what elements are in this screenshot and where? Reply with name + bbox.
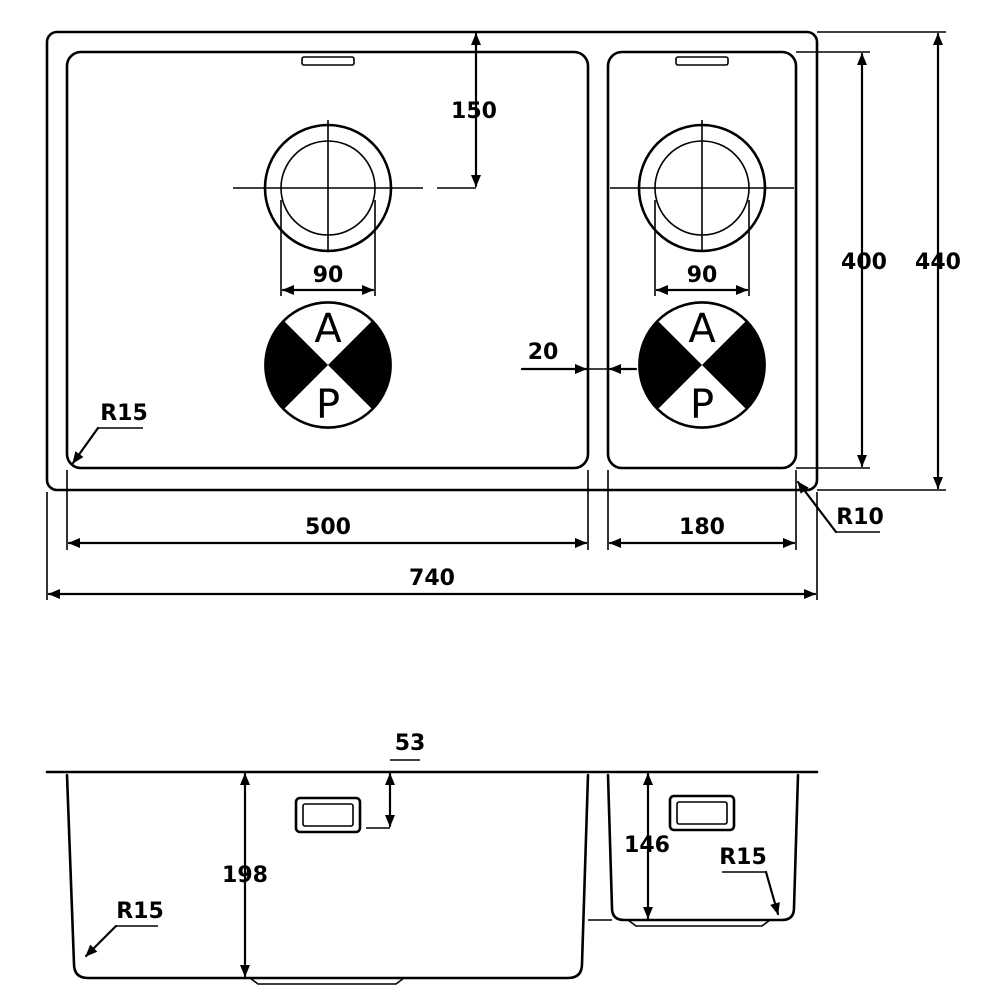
small-bowl-outline (606, 50, 798, 470)
section-view: 53 198 146 R15 R15 (45, 731, 819, 985)
small-bowl-drain (610, 120, 794, 253)
large-bowl-overflow-slot (301, 56, 355, 66)
leader-r15-top (71, 426, 100, 465)
ap-letter-p-large: P (316, 382, 340, 428)
dim-label-r10: R10 (836, 505, 884, 530)
sink-outer-outline (45, 30, 819, 492)
ap-symbol-large-bowl: A P (264, 301, 392, 429)
large-bowl-outline (65, 50, 590, 470)
dim-label-90-left: 90 (313, 263, 344, 288)
leader-r15-bottom-right (764, 870, 780, 916)
plan-view: 90 90 150 A P A P 20 (45, 30, 961, 600)
dim-label-146: 146 (624, 833, 670, 858)
dim-label-r15-top: R15 (100, 401, 148, 426)
leader-r15-bottom-left (84, 924, 118, 958)
small-bowl-overflow-section (668, 794, 736, 832)
dim-label-440: 440 (915, 250, 961, 275)
small-bowl-section (606, 773, 800, 922)
dim-label-20: 20 (528, 340, 559, 365)
dim-label-r15-bottom-left: R15 (116, 899, 164, 924)
large-bowl-overflow-section (294, 796, 362, 834)
dim-label-r15-bottom-right: R15 (719, 845, 767, 870)
ap-letter-a-large: A (314, 306, 342, 352)
ap-letter-a-small: A (688, 306, 716, 352)
dim-label-740: 740 (409, 566, 455, 591)
dim-label-400: 400 (841, 250, 887, 275)
dim-label-53: 53 (395, 731, 426, 756)
dim-label-500: 500 (305, 515, 351, 540)
dim-label-90-right: 90 (687, 263, 718, 288)
ap-letter-p-small: P (690, 382, 714, 428)
dim-label-180: 180 (679, 515, 725, 540)
dim-label-150: 150 (451, 99, 497, 124)
large-bowl-drain (233, 120, 423, 253)
ap-symbol-small-bowl: A P (638, 301, 766, 429)
small-bowl-overflow-slot (675, 56, 729, 66)
dim-label-198: 198 (222, 863, 268, 888)
large-bowl-section (65, 773, 590, 980)
